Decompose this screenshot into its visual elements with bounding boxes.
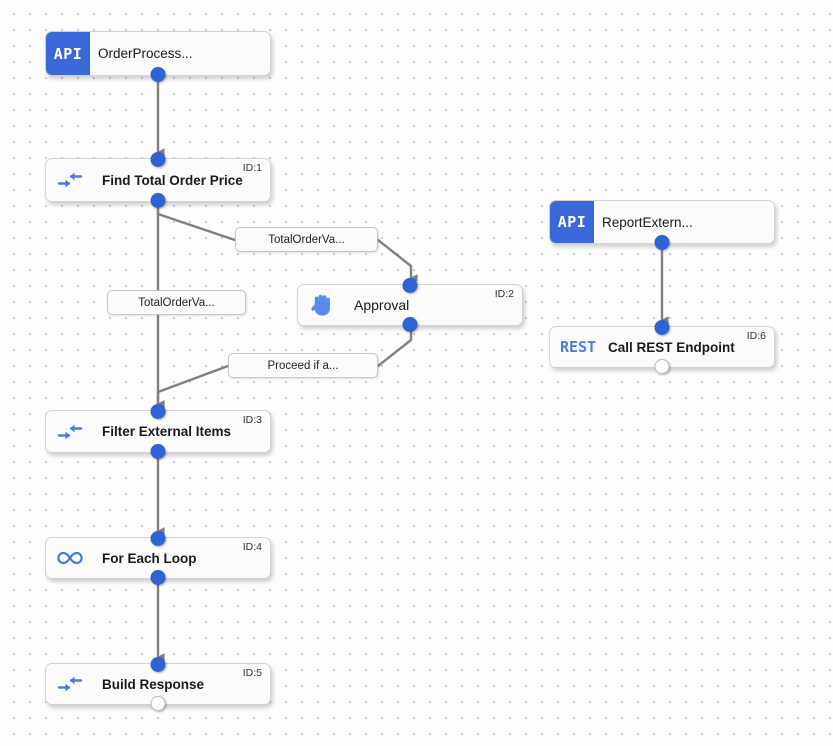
output-handle[interactable] xyxy=(150,570,166,585)
api-badge-icon: API xyxy=(46,32,90,75)
node-title: Call REST Endpoint xyxy=(608,339,735,355)
rest-badge-icon: REST xyxy=(559,338,597,356)
output-handle[interactable] xyxy=(150,444,166,459)
node-title: ReportExtern... xyxy=(602,214,693,230)
node-report-extern[interactable]: API ReportExtern... xyxy=(549,200,775,250)
node-id-tag: ID:1 xyxy=(242,162,262,174)
node-call-rest-endpoint[interactable]: REST Call REST Endpoint ID:6 xyxy=(549,320,775,374)
transform-arrows-icon xyxy=(46,675,94,693)
output-handle[interactable] xyxy=(402,317,418,332)
infinity-icon xyxy=(46,550,94,566)
node-id-tag: ID:5 xyxy=(242,667,262,679)
node-title: Find Total Order Price xyxy=(102,172,243,188)
node-find-total-order-price[interactable]: Find Total Order Price ID:1 xyxy=(45,152,271,208)
node-for-each-loop[interactable]: For Each Loop ID:4 xyxy=(45,531,271,585)
transform-arrows-icon xyxy=(46,423,94,441)
node-order-process[interactable]: API OrderProcess... xyxy=(45,31,271,82)
node-id-tag: ID:3 xyxy=(242,414,262,426)
node-title: Filter External Items xyxy=(102,424,232,439)
hand-icon xyxy=(298,293,346,317)
node-title: OrderProcess... xyxy=(98,46,193,61)
input-handle[interactable] xyxy=(402,278,418,293)
node-filter-external-items[interactable]: Filter External Items ID:3 xyxy=(45,404,271,459)
node-id-tag: ID:2 xyxy=(494,288,514,300)
edge-label-total-order-va-2[interactable]: TotalOrderVa... xyxy=(107,290,246,315)
output-handle[interactable] xyxy=(150,696,166,711)
input-handle[interactable] xyxy=(150,657,166,672)
edge-label-proceed-if-a[interactable]: Proceed if a... xyxy=(228,353,378,378)
output-handle[interactable] xyxy=(150,67,166,82)
node-id-tag: ID:4 xyxy=(242,541,262,553)
api-badge-icon: API xyxy=(550,201,594,243)
transform-arrows-icon xyxy=(46,171,94,189)
node-approval[interactable]: Approval ID:2 xyxy=(297,278,523,332)
input-handle[interactable] xyxy=(150,531,166,546)
input-handle[interactable] xyxy=(150,404,166,419)
node-build-response[interactable]: Build Response ID:5 xyxy=(45,657,271,711)
output-handle[interactable] xyxy=(654,235,670,250)
input-handle[interactable] xyxy=(654,320,670,335)
node-title: For Each Loop xyxy=(102,550,197,566)
input-handle[interactable] xyxy=(150,152,166,167)
node-id-tag: ID:6 xyxy=(746,330,766,342)
node-title: Build Response xyxy=(102,676,205,692)
edge-label-total-order-va-1[interactable]: TotalOrderVa... xyxy=(235,227,378,252)
output-handle[interactable] xyxy=(150,193,166,208)
output-handle[interactable] xyxy=(654,359,670,374)
node-title: Approval xyxy=(354,297,410,313)
